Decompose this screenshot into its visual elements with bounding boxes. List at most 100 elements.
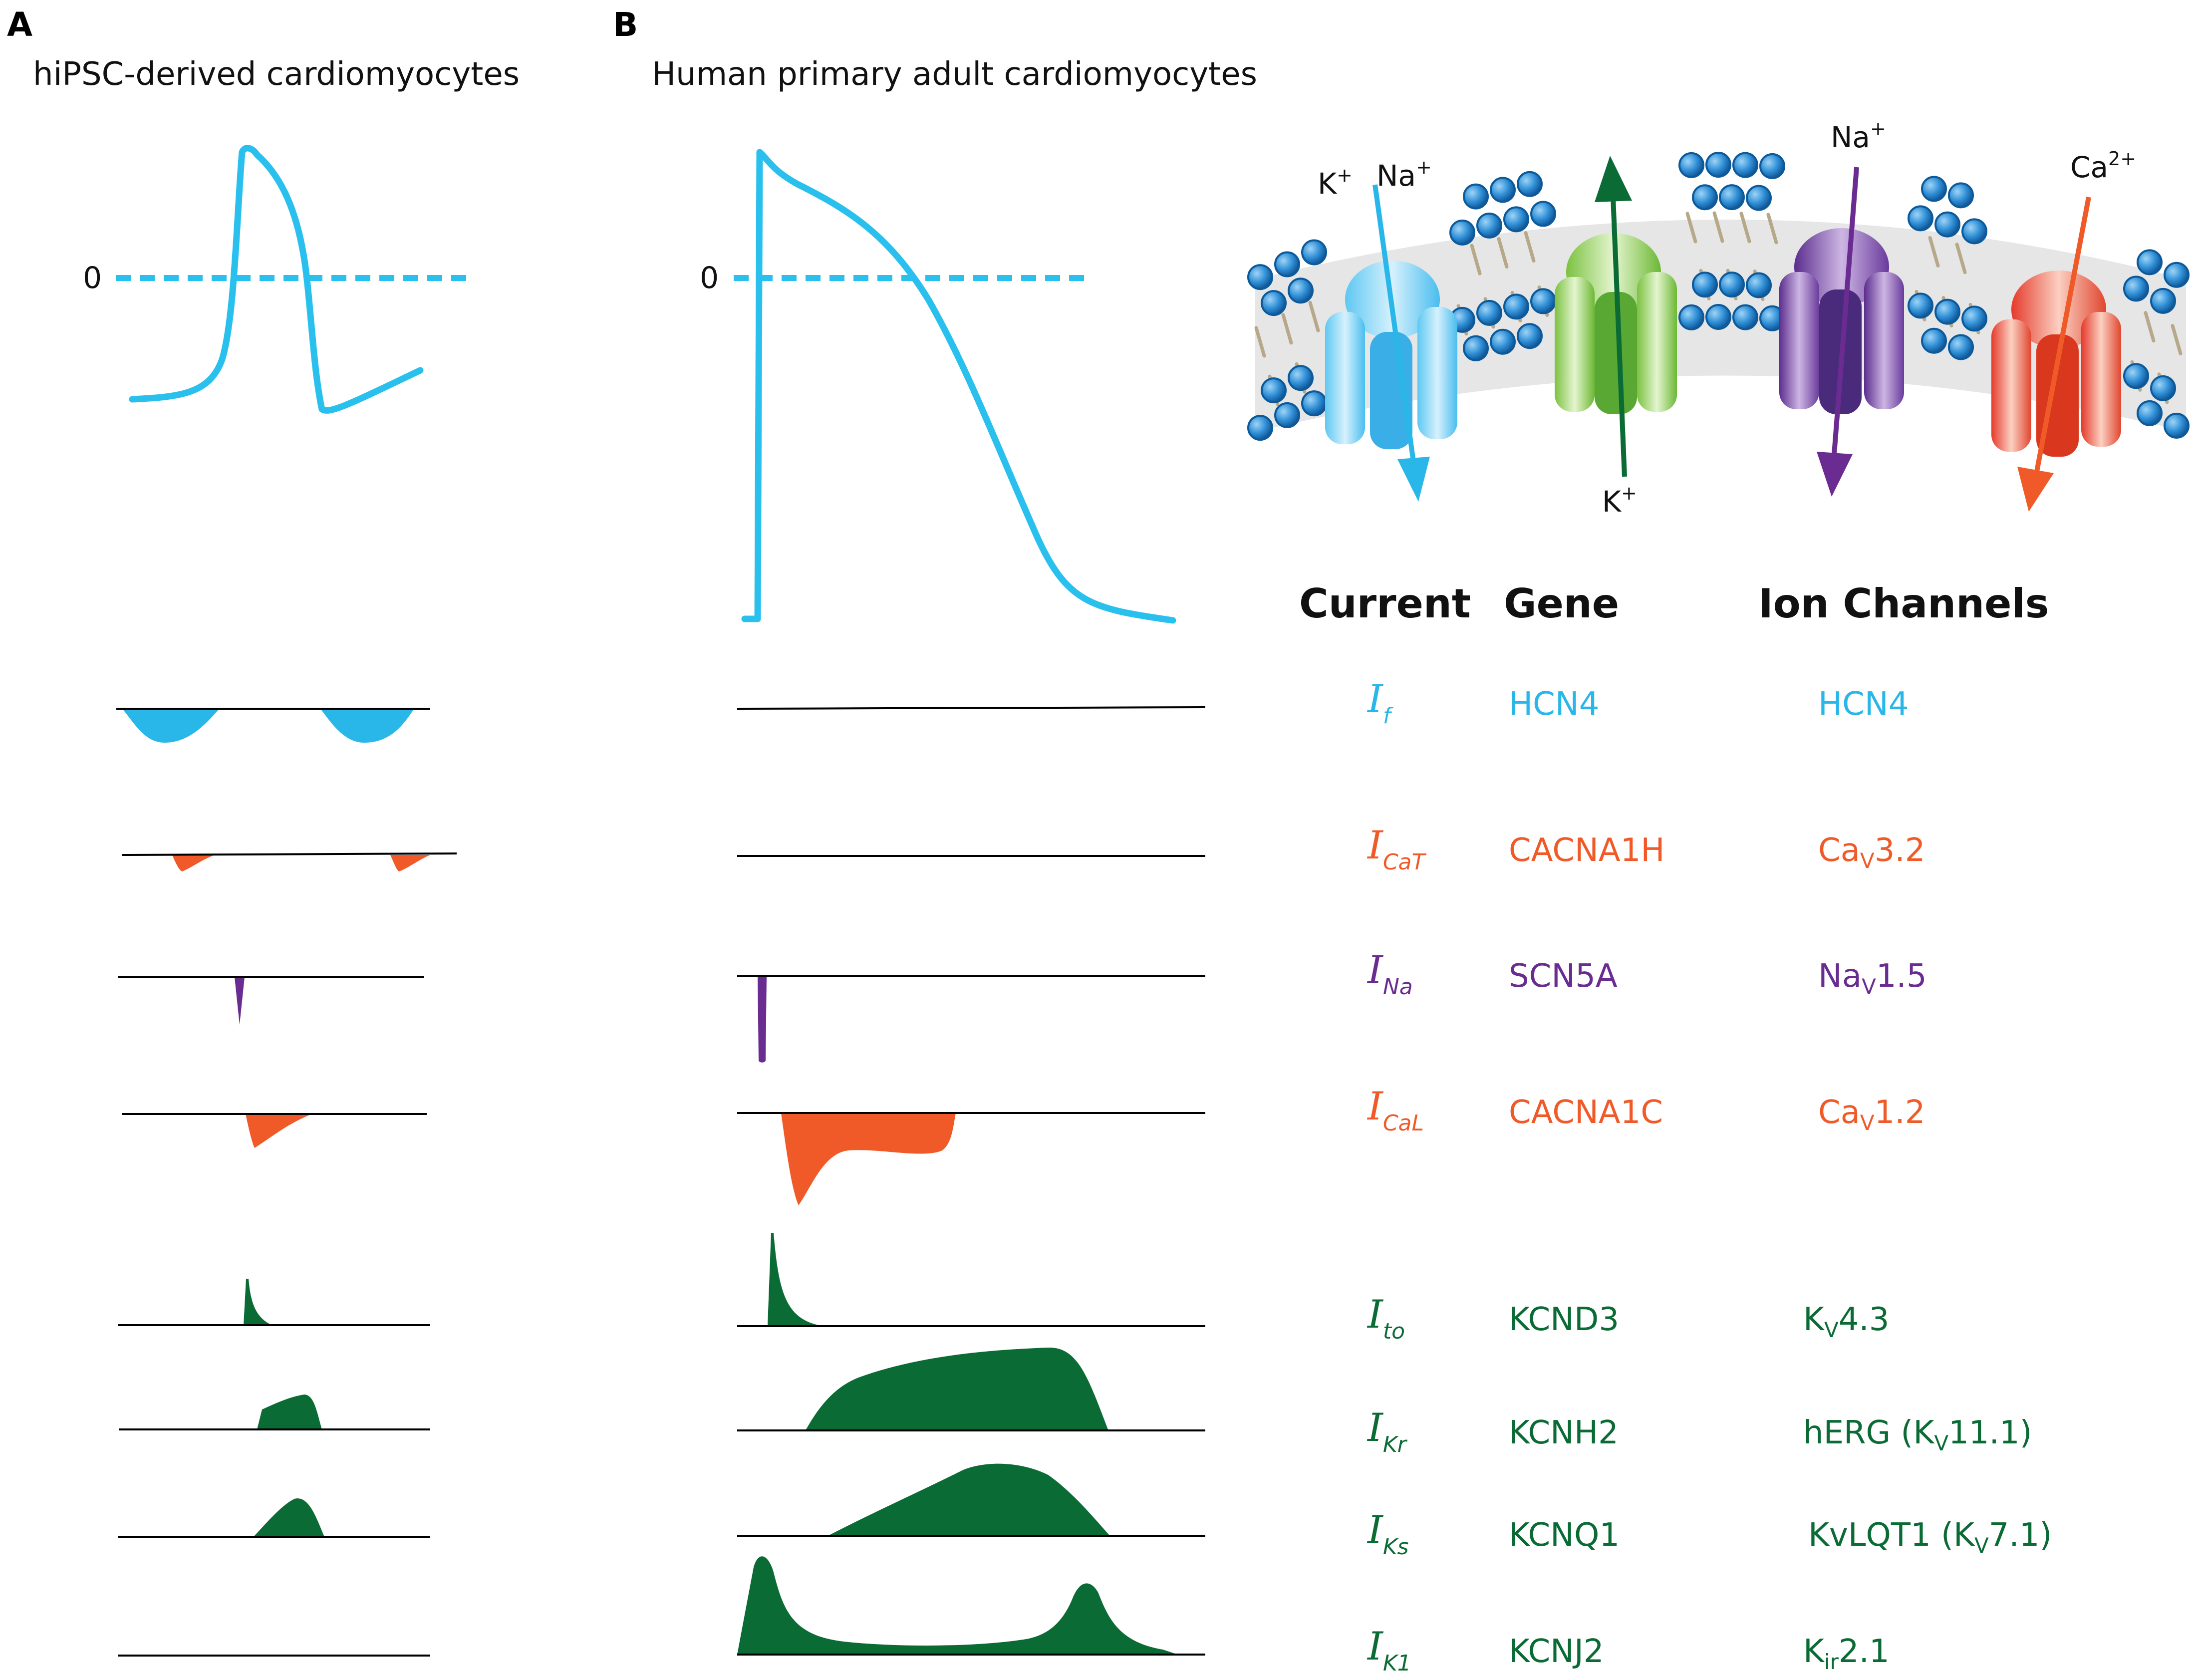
lipid-head [1705, 152, 1731, 178]
lipid-head [1449, 219, 1475, 246]
lipid-head [1746, 272, 1772, 298]
lipid-head [1463, 335, 1489, 361]
lipid-head [1503, 293, 1529, 320]
row-gene: KCNH2 [1509, 1414, 1619, 1451]
lipid-head [1746, 185, 1772, 211]
channel-sodium [1779, 228, 1904, 414]
membrane-illustration: K+ Na+ K+ Na+ Ca2+ [1247, 118, 2190, 519]
lipid-tail [1712, 211, 1724, 243]
table-row: Ito KCND3 KV4.3 [1367, 1292, 1889, 1344]
hipsc-ikr-trace [119, 1395, 430, 1430]
lipid-head [1921, 176, 1947, 202]
current-table: If HCN4 HCN4 ICaT CACNA1H CaV3.2 INa SCN… [1367, 677, 2052, 1676]
adult-ito-trace [737, 1233, 1205, 1327]
table-row: INa SCN5A NaV1.5 [1367, 948, 1927, 1000]
lipid-head [2164, 412, 2190, 439]
lipid-tail [1955, 243, 1967, 275]
row-current: IKs [1367, 1508, 1409, 1560]
lipid-tail [2144, 311, 2156, 343]
lipid-tail [1254, 326, 1266, 358]
adult-iks-trace [737, 1463, 1205, 1537]
lipid-head [1692, 272, 1718, 298]
row-channel: Kir2.1 [1803, 1633, 1890, 1674]
adult-ina-trace [737, 975, 1205, 1063]
row-gene: KCNJ2 [1509, 1633, 1604, 1670]
table-row: IKr KCNH2 hERG (KV11.1) [1367, 1405, 2032, 1457]
table-row: IK1 KCNJ2 Kir2.1 [1367, 1624, 1890, 1676]
lipid-head [1692, 184, 1718, 211]
lipid-head [1948, 182, 1974, 209]
ion-label-k-in: K+ [1318, 164, 1353, 201]
adult-ik1-trace [737, 1556, 1205, 1656]
lipid-head [2123, 276, 2149, 302]
lipid-head [1490, 328, 1516, 355]
lipid-head [1732, 152, 1758, 178]
channel-calcium [1991, 271, 2121, 457]
currents-hipsc [116, 708, 457, 1657]
row-channel: NaV1.5 [1818, 958, 1927, 999]
row-channel: hERG (KV11.1) [1803, 1414, 2032, 1455]
lipid-head [1948, 334, 1974, 360]
lipid-head [1719, 184, 1745, 211]
arrow-na-inward [1817, 167, 1859, 497]
arrow-k-na-inward [1372, 184, 1430, 502]
lipid-head [1476, 212, 1502, 239]
hipsc-icat-trace [122, 852, 457, 871]
row-current: ICaL [1367, 1084, 1424, 1136]
lipid-head [1530, 201, 1556, 227]
table-row: ICaL CACNA1C CaV1.2 [1367, 1084, 1925, 1136]
lipid-tail [1739, 212, 1751, 244]
lipid-head [1921, 327, 1947, 354]
lipid-head [1503, 206, 1529, 233]
lipid-head [1908, 205, 1933, 232]
ion-label-ca-top: Ca2+ [2070, 148, 2136, 184]
lipid-tail [1308, 300, 1320, 332]
lipid-head [1517, 323, 1543, 349]
table-row: IKs KCNQ1 KvLQT1 (KV7.1) [1367, 1508, 2052, 1560]
panel-a-title: hiPSC-derived cardiomyocytes [33, 56, 520, 93]
header-current: Current [1299, 580, 1471, 627]
header-ion-channels: Ion Channels [1758, 580, 2049, 627]
table-row: ICaT CACNA1H CaV3.2 [1367, 823, 1925, 875]
lipid-head [1274, 402, 1300, 428]
row-current: Ito [1367, 1292, 1405, 1344]
lipid-head [1530, 288, 1556, 314]
lipid-tail [1281, 313, 1293, 345]
row-channel: HCN4 [1818, 686, 1909, 723]
lipid-head [1961, 305, 1987, 332]
ap-adult-zero-label: 0 [700, 261, 719, 295]
ap-hipsc: 0 [83, 145, 469, 414]
ap-hipsc-zero-label: 0 [83, 261, 102, 295]
row-gene: SCN5A [1509, 958, 1618, 995]
hipsc-if-trace [116, 708, 430, 743]
lipid-head [2137, 400, 2163, 426]
lipid-head [1719, 272, 1745, 298]
lipid-head [2164, 262, 2190, 288]
lipid-tail [1766, 213, 1778, 245]
lipid-head [1247, 415, 1273, 441]
lipid-head [1517, 171, 1543, 197]
arrow-ca-inward [2017, 197, 2091, 512]
lipid-tail [1928, 236, 1940, 268]
ion-label-na-in: Na+ [1376, 156, 1432, 193]
adult-if-trace [737, 706, 1206, 710]
ion-label-k-out: K+ [1602, 482, 1637, 519]
row-current: IKr [1367, 1405, 1408, 1457]
row-gene: KCNQ1 [1509, 1517, 1620, 1554]
ion-label-na-top: Na+ [1831, 118, 1886, 154]
lipid-head [2150, 287, 2176, 314]
hipsc-iks-trace [118, 1498, 430, 1538]
hipsc-ito-trace [118, 1279, 430, 1326]
ap-adult-trace [741, 149, 1176, 624]
row-current: If [1367, 677, 1394, 729]
lipid-heads [1247, 152, 2190, 441]
lipid-head [1247, 264, 1273, 290]
lipid-head [1705, 304, 1731, 330]
row-channel: KvLQT1 (KV7.1) [1808, 1517, 2052, 1558]
adult-ikr-trace [737, 1347, 1205, 1431]
channel-hcn4 [1325, 261, 1457, 449]
row-current: IK1 [1367, 1624, 1411, 1676]
currents-adult [737, 706, 1206, 1656]
lipid-head [1678, 304, 1704, 330]
